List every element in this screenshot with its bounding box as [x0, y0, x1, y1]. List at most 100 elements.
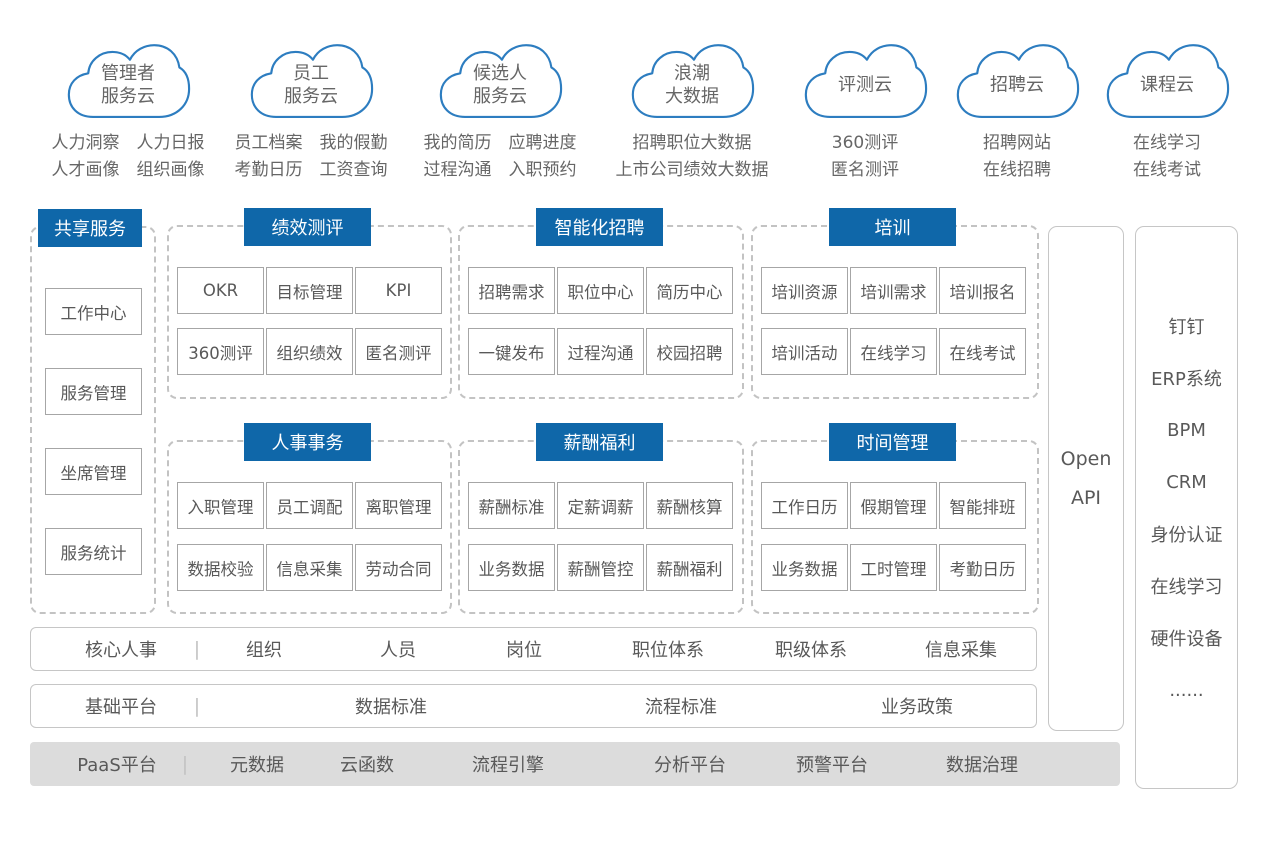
- cloud-shape: 课程云: [1103, 42, 1231, 124]
- module-cell: 匿名测评: [355, 328, 442, 375]
- cloud-shape: 候选人 服务云: [436, 42, 564, 124]
- external-system: 身份认证: [1150, 525, 1223, 546]
- bar-item: 云函数: [340, 755, 394, 776]
- bar-label: PaaS平台: [77, 755, 157, 776]
- cloud-shape: 评测云: [801, 42, 929, 124]
- cloud-icon: [956, 44, 1080, 119]
- bar-item: 职位体系: [632, 640, 704, 661]
- group-header-shared-services: 共享服务: [38, 209, 142, 247]
- bar-item: 分析平台: [654, 755, 726, 776]
- external-systems-panel: 钉钉 ERP系统 BPM CRM 身份认证 在线学习 硬件设备 ......: [1135, 226, 1238, 789]
- open-api-line: API: [1070, 487, 1102, 509]
- cloud-icon: [250, 44, 374, 119]
- cloud-title: 评测云: [838, 74, 892, 96]
- module-cell: KPI: [355, 267, 442, 314]
- bar-item: 预警平台: [796, 755, 868, 776]
- cloud-group-employee: 员工 服务云 员工档案 我的假勤 考勤日历 工资查询: [211, 42, 411, 184]
- cloud-service-row: 招聘职位大数据: [632, 133, 752, 153]
- module-cell: 工作日历: [761, 482, 848, 529]
- module-cell: 工作中心: [45, 288, 142, 335]
- cloud-shape: 管理者 服务云: [64, 42, 192, 124]
- module-cell: 培训资源: [761, 267, 848, 314]
- module-cell: 薪酬管控: [557, 544, 644, 591]
- cloud-group-assessment: 评测云 360测评 匿名测评: [765, 42, 965, 184]
- module-cell: 劳动合同: [355, 544, 442, 591]
- bar-core-hr: 核心人事 | 组织 人员 岗位 职位体系 职级体系 信息采集: [30, 627, 1037, 671]
- group-header-compensation: 薪酬福利: [536, 423, 663, 461]
- module-cell: 工时管理: [850, 544, 937, 591]
- cloud-service-row: 上市公司绩效大数据: [615, 160, 769, 180]
- bar-separator: |: [193, 695, 201, 717]
- module-cell: 薪酬标准: [468, 482, 555, 529]
- cloud-title: 课程云: [1140, 74, 1194, 96]
- bar-item: 岗位: [506, 640, 542, 661]
- cloud-shape: 招聘云: [953, 42, 1081, 124]
- group-header-personnel: 人事事务: [244, 423, 371, 461]
- external-system: 硬件设备: [1150, 629, 1223, 650]
- module-cell: 组织绩效: [266, 328, 353, 375]
- module-cell: 简历中心: [646, 267, 733, 314]
- module-cell: 薪酬福利: [646, 544, 733, 591]
- cloud-service-row: 在线招聘: [983, 160, 1051, 180]
- module-cell: 离职管理: [355, 482, 442, 529]
- cloud-service-row: 我的简历 应聘进度: [423, 133, 577, 153]
- module-cell: 员工调配: [266, 482, 353, 529]
- cloud-service-row: 人才画像 组织画像: [51, 160, 205, 180]
- cloud-group-course: 课程云 在线学习 在线考试: [1067, 42, 1267, 184]
- cloud-service-row: 过程沟通 入职预约: [423, 160, 577, 180]
- module-cell: 假期管理: [850, 482, 937, 529]
- module-cell: 业务数据: [761, 544, 848, 591]
- cloud-shape: 员工 服务云: [247, 42, 375, 124]
- bar-paas-platform: PaaS平台 | 元数据 云函数 流程引擎 分析平台 预警平台 数据治理: [30, 742, 1120, 786]
- cloud-group-candidate: 候选人 服务云 我的简历 应聘进度 过程沟通 入职预约: [400, 42, 600, 184]
- group-header-training: 培训: [829, 208, 956, 246]
- bar-item: 职级体系: [775, 640, 847, 661]
- module-cell: 在线考试: [939, 328, 1026, 375]
- bar-base-platform: 基础平台 | 数据标准 流程标准 业务政策: [30, 684, 1037, 728]
- group-header-time: 时间管理: [829, 423, 956, 461]
- cloud-shape: 浪潮 大数据: [628, 42, 756, 124]
- bar-item: 业务政策: [881, 697, 953, 718]
- cloud-icon: [804, 44, 928, 119]
- bar-separator: |: [181, 753, 189, 775]
- external-system: ......: [1169, 679, 1204, 701]
- external-system: 钉钉: [1168, 317, 1205, 338]
- cloud-service-row: 在线学习: [1133, 133, 1201, 153]
- cloud-icon: [631, 44, 755, 119]
- cloud-title: 管理者 服务云: [101, 63, 155, 108]
- module-cell: 业务数据: [468, 544, 555, 591]
- cloud-service-row: 360测评: [831, 133, 899, 153]
- cloud-title: 浪潮 大数据: [665, 63, 719, 108]
- open-api-panel: Open API: [1048, 226, 1124, 731]
- cloud-service-row: 考勤日历 工资查询: [234, 160, 388, 180]
- module-cell: 入职管理: [177, 482, 264, 529]
- module-cell: 培训活动: [761, 328, 848, 375]
- module-cell: 智能排班: [939, 482, 1026, 529]
- module-cell: 一键发布: [468, 328, 555, 375]
- module-cell: 定薪调薪: [557, 482, 644, 529]
- external-system: 在线学习: [1150, 577, 1223, 598]
- cloud-title: 候选人 服务云: [473, 63, 527, 108]
- cloud-group-manager: 管理者 服务云 人力洞察 人力日报 人才画像 组织画像: [28, 42, 228, 184]
- module-cell: 培训需求: [850, 267, 937, 314]
- group-header-recruiting: 智能化招聘: [536, 208, 663, 246]
- cloud-icon: [439, 44, 563, 119]
- cloud-service-row: 在线考试: [1133, 160, 1201, 180]
- module-cell: 数据校验: [177, 544, 264, 591]
- group-header-performance: 绩效测评: [244, 208, 371, 246]
- cloud-icon: [67, 44, 191, 119]
- bar-item: 流程引擎: [472, 755, 544, 776]
- module-cell: 培训报名: [939, 267, 1026, 314]
- module-cell: 在线学习: [850, 328, 937, 375]
- bar-item: 人员: [380, 640, 416, 661]
- bar-item: 组织: [246, 640, 282, 661]
- bar-label: 基础平台: [85, 697, 157, 718]
- module-cell: 目标管理: [266, 267, 353, 314]
- open-api-line: Open: [1060, 448, 1112, 470]
- module-cell: 服务管理: [45, 368, 142, 415]
- module-cell: 360测评: [177, 328, 264, 375]
- module-cell: 招聘需求: [468, 267, 555, 314]
- external-system: BPM: [1167, 419, 1206, 441]
- cloud-group-recruiting: 招聘云 招聘网站 在线招聘: [917, 42, 1117, 184]
